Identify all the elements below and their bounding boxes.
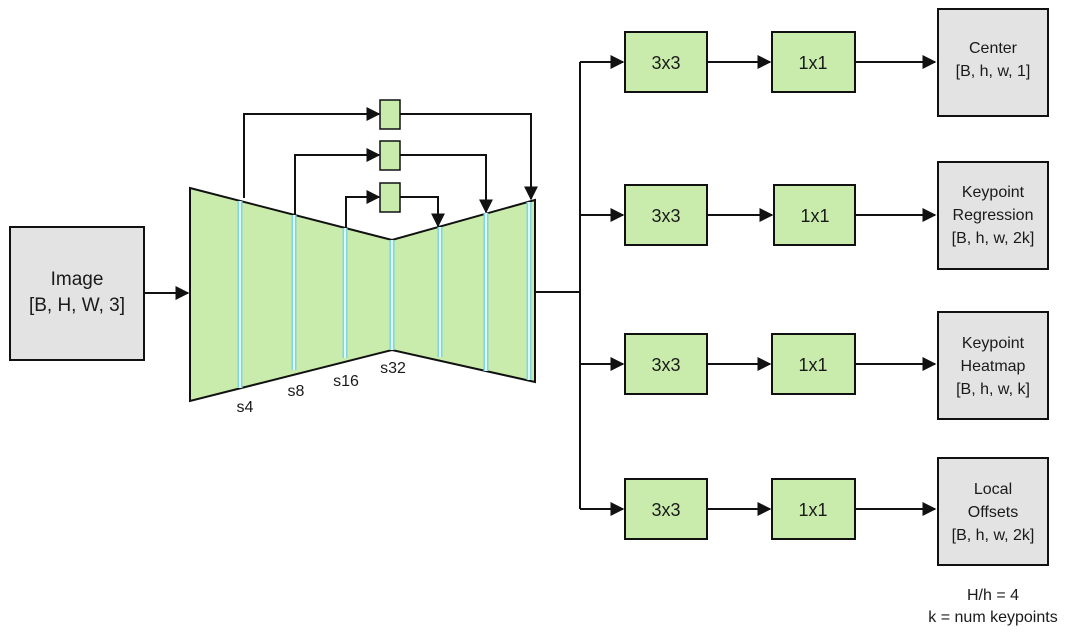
input-title: Image [51,269,104,290]
head-center: 3x3 1x1 Center [B, h, w, 1] [580,8,1049,117]
skip-connection-middle [294,140,493,215]
skip-conv-block [379,182,401,213]
skip-connection-inner [345,182,445,228]
output-heatmap-line-2: Heatmap [961,358,1026,375]
output-regression-line-2: Regression [953,207,1034,224]
conv3x3-block [624,478,708,540]
output-regression-line-3: [B, h, w, 2k] [952,230,1035,247]
input-shape: [B, H, W, 3] [29,295,125,316]
output-box-keypoint-heatmap [937,311,1049,420]
conv3x3-label: 3x3 [651,206,680,226]
skip-conv-block [379,99,401,130]
output-heatmap-line-3: [B, h, w, k] [956,381,1030,398]
conv1x1-label: 1x1 [800,206,829,226]
conv1x1-label: 1x1 [798,355,827,375]
head-keypoint-regression: 3x3 1x1 Keypoint Regression [B, h, w, 2k… [580,161,1049,270]
output-offsets-line-2: Offsets [968,504,1018,521]
stride-label-s8: s8 [288,383,305,400]
head-branch-trunk [535,62,581,509]
stride-label-s32: s32 [380,360,406,377]
input-image-box: Image [B, H, W, 3] [9,226,145,361]
output-offsets-line-3: [B, h, w, 2k] [952,527,1035,544]
output-center-line-1: Center [969,40,1018,57]
conv1x1-block [771,333,856,395]
conv3x3-block [624,184,708,246]
stride-label-s16: s16 [333,373,359,390]
output-offsets-line-1: Local [974,481,1012,498]
output-heatmap-line-1: Keypoint [962,335,1025,352]
output-box-center [937,8,1049,117]
conv1x1-block [773,184,856,246]
conv1x1-label: 1x1 [798,53,827,73]
output-box-local-offsets [937,457,1049,566]
conv1x1-label: 1x1 [798,500,827,520]
conv3x3-label: 3x3 [651,500,680,520]
conv3x3-block [624,31,708,93]
conv3x3-label: 3x3 [651,355,680,375]
output-center-line-2: [B, h, w, 1] [956,63,1031,80]
head-local-offsets: 3x3 1x1 Local Offsets [B, h, w, 2k] [580,457,1049,566]
output-regression-line-1: Keypoint [962,184,1025,201]
skip-conv-block [379,140,401,171]
conv3x3-block [624,333,708,395]
skip-connection-outer [243,99,538,201]
conv3x3-label: 3x3 [651,53,680,73]
stride-label-s4: s4 [237,399,254,416]
output-box-keypoint-regression [937,161,1049,270]
note-ratio: H/h = 4 [967,587,1019,604]
head-keypoint-heatmap: 3x3 1x1 Keypoint Heatmap [B, h, w, k] [580,311,1049,420]
backbone-encoder-decoder [189,186,536,403]
note-k-definition: k = num keypoints [928,609,1057,626]
conv1x1-block [771,31,856,93]
